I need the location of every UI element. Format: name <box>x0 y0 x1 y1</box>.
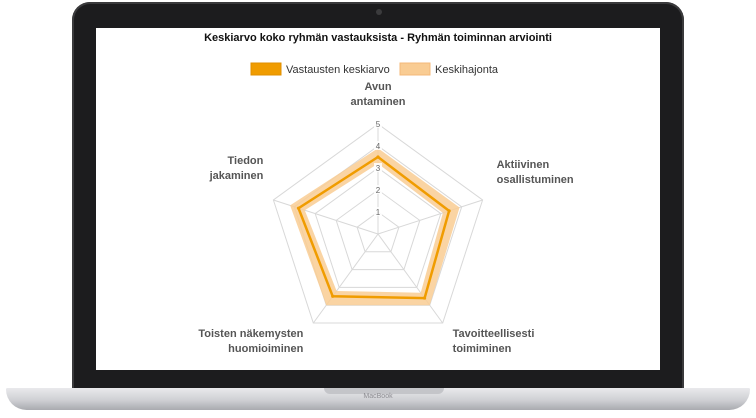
tick-label-bg <box>374 119 382 128</box>
axis-label-line: Tiedon <box>228 155 264 167</box>
mean-point <box>296 206 301 210</box>
grid-ring-2 <box>335 189 421 271</box>
tick-label: 1 <box>376 208 381 217</box>
tick-label-bg <box>374 207 382 216</box>
grid-spoke <box>273 199 379 235</box>
mean-point <box>331 294 335 298</box>
tick-label-bg <box>374 185 382 194</box>
grid-ring-5 <box>272 123 484 324</box>
tick-label: 2 <box>376 186 381 195</box>
axis-label-line: antaminen <box>350 96 405 108</box>
tick-label-bg <box>374 141 382 150</box>
tick-label: 5 <box>376 120 381 129</box>
grid-ring-3 <box>314 167 442 288</box>
tick-label: 3 <box>376 164 381 173</box>
legend-label: Keskihajonta <box>435 64 499 76</box>
mean-point <box>376 155 380 159</box>
mean-line <box>296 155 451 300</box>
axis-label: Aktiivinen osallistuminen <box>497 159 574 186</box>
axis-label-line: osallistuminen <box>497 174 574 186</box>
axis-label-line: toimiminen <box>453 343 512 355</box>
axis-label: Avun antaminen <box>350 81 405 108</box>
tick-label-bg <box>374 163 382 172</box>
laptop-notch <box>324 388 444 394</box>
grid-spoke <box>377 233 444 324</box>
tick-label: 4 <box>376 142 381 151</box>
axis-label-line: Avun <box>364 81 391 93</box>
mean-point <box>422 296 427 300</box>
axis-label: Toisten näkemysten huomioiminen <box>198 328 303 355</box>
legend-item: Keskihajonta <box>399 62 499 76</box>
legend-item: Vastausten keskiarvo <box>250 62 390 76</box>
mean-point <box>447 209 451 213</box>
legend: Vastausten keskiarvo Keskihajonta <box>250 62 499 76</box>
axis-label-line: Tavoitteellisesti <box>453 328 535 340</box>
laptop-base <box>6 388 750 410</box>
legend-swatch <box>399 62 431 76</box>
brand-label: MacBook <box>363 393 393 400</box>
grid-ring-1 <box>356 211 400 253</box>
grid-spoke <box>377 199 483 235</box>
tick-labels: 1 2 3 4 5 <box>374 119 382 217</box>
chart-title: Keskiarvo koko ryhmän vastauksista - Ryh… <box>204 32 552 44</box>
axis-label-line: Aktiivinen <box>497 159 550 171</box>
legend-label: Vastausten keskiarvo <box>286 64 390 76</box>
legend-swatch <box>250 62 282 76</box>
screen: Keskiarvo koko ryhmän vastauksista - Ryh… <box>96 28 660 370</box>
axis-label-line: huomioiminen <box>228 343 303 355</box>
camera-icon <box>376 9 382 15</box>
axis-label: Tiedon jakaminen <box>209 155 264 182</box>
axis-label: Tavoitteellisesti toimiminen <box>453 328 535 355</box>
axis-label-line: jakaminen <box>209 170 264 182</box>
radar-chart: Keskiarvo koko ryhmän vastauksista - Ryh… <box>198 32 574 355</box>
grid-spoke <box>312 233 379 324</box>
axis-label-line: Toisten näkemysten <box>198 328 303 340</box>
mean-series <box>296 155 451 300</box>
